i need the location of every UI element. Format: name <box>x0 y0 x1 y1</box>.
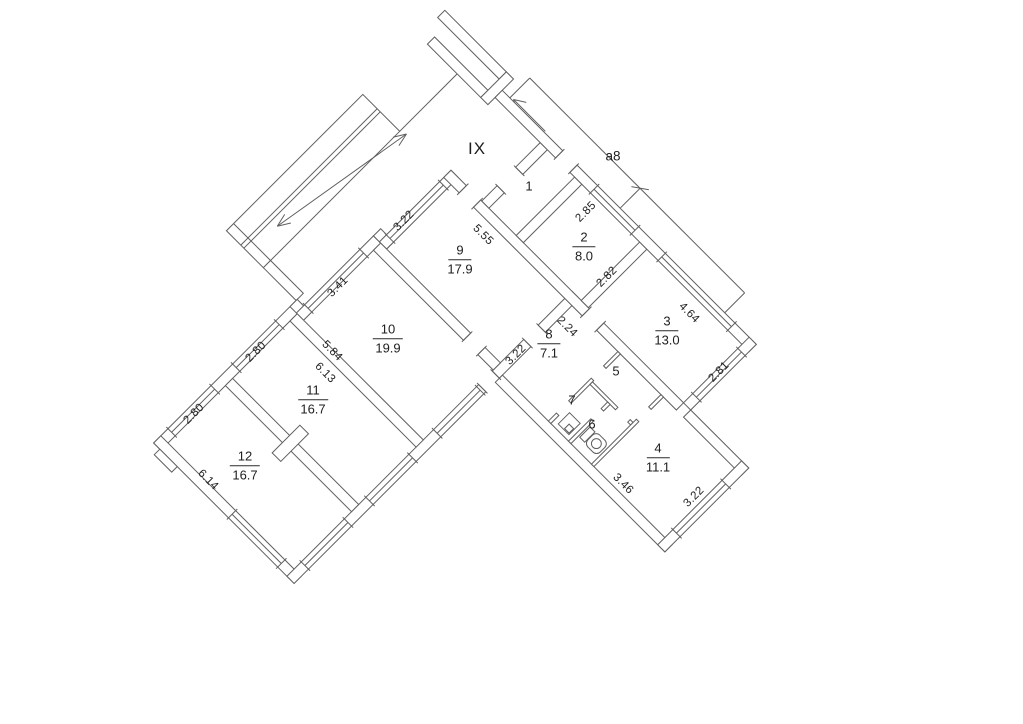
door-openings <box>373 118 671 416</box>
plan-rotated-group <box>77 0 839 724</box>
stair-block <box>226 37 490 301</box>
windows <box>150 89 817 724</box>
toilet-icon <box>579 426 609 456</box>
sink-icon <box>558 413 580 435</box>
vestibule-walls <box>419 10 513 104</box>
walls <box>146 90 814 724</box>
balcony-rails <box>510 74 748 312</box>
stair-direction-arrow-icon <box>275 113 408 246</box>
